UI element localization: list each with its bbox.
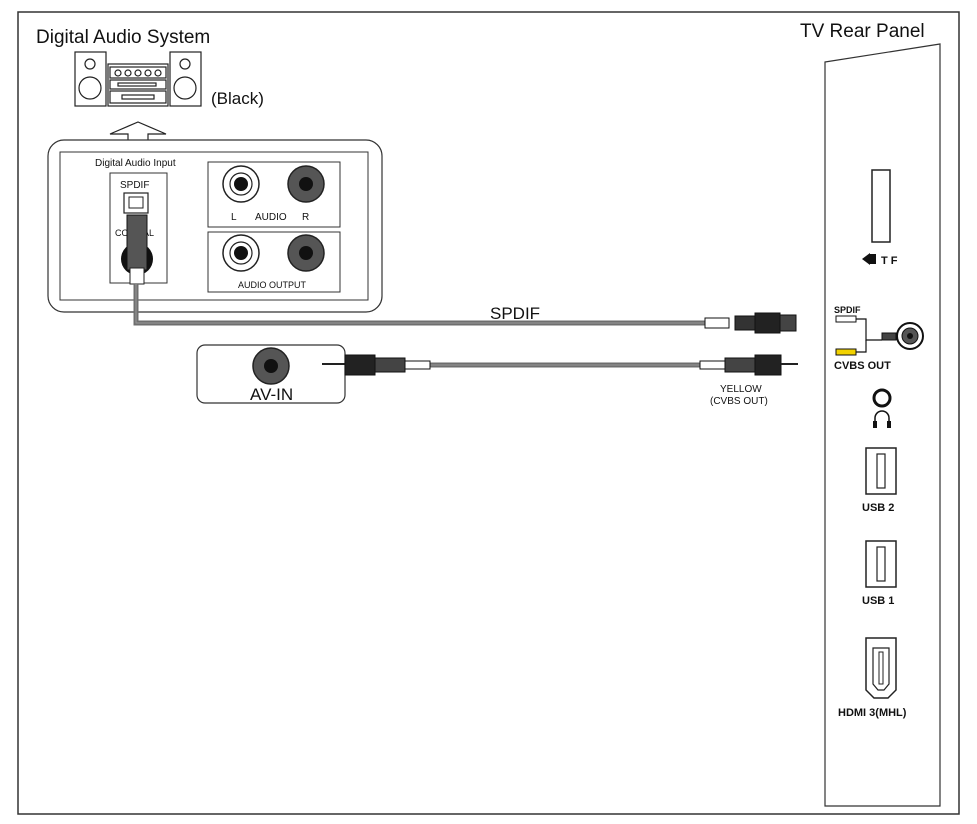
tv-spdif-mini-plug [835, 315, 857, 323]
audio-output-label: AUDIO OUTPUT [238, 280, 307, 290]
spdif-cable-label: SPDIF [490, 304, 540, 323]
yellow-label: YELLOW [720, 384, 762, 395]
spdif-port-label: SPDIF [120, 180, 149, 191]
tv-cvbs-mini-plug [835, 348, 857, 356]
audio-right-label: R [302, 212, 309, 223]
headphone-icon [874, 410, 890, 425]
tf-label: T F [881, 255, 898, 267]
usb1-label: USB 1 [862, 595, 894, 607]
optical-port [123, 192, 149, 214]
system-title: Digital Audio System [36, 27, 210, 48]
rca-plug-left [322, 354, 431, 376]
stereo-system-icon [74, 51, 202, 107]
input-panel-header: Digital Audio Input [95, 158, 176, 169]
audio-mid-label: AUDIO [255, 212, 287, 223]
usb2-label: USB 2 [862, 502, 894, 514]
tv-panel-outline [824, 43, 941, 807]
hdmi-label: HDMI 3(MHL) [838, 707, 907, 719]
tf-card-slot [871, 169, 891, 243]
cvbs-out-label: (CVBS OUT) [710, 396, 768, 407]
tv-cvbs-label: CVBS OUT [834, 360, 891, 372]
tf-arrow-icon [862, 253, 870, 265]
coaxial-plug [126, 214, 148, 271]
headphone-jack [872, 388, 892, 408]
audio-left-label: L [231, 212, 237, 223]
tv-spdif-label: SPDIF [834, 305, 861, 315]
rca-plug-right [699, 354, 798, 376]
tv-panel-title: TV Rear Panel [800, 21, 925, 42]
up-arrow-icon [109, 121, 167, 140]
outer-frame [17, 11, 960, 815]
spdif-cable-plug [704, 312, 797, 334]
system-color-label: (Black) [211, 89, 264, 108]
av-in-label: AV-IN [250, 385, 293, 404]
